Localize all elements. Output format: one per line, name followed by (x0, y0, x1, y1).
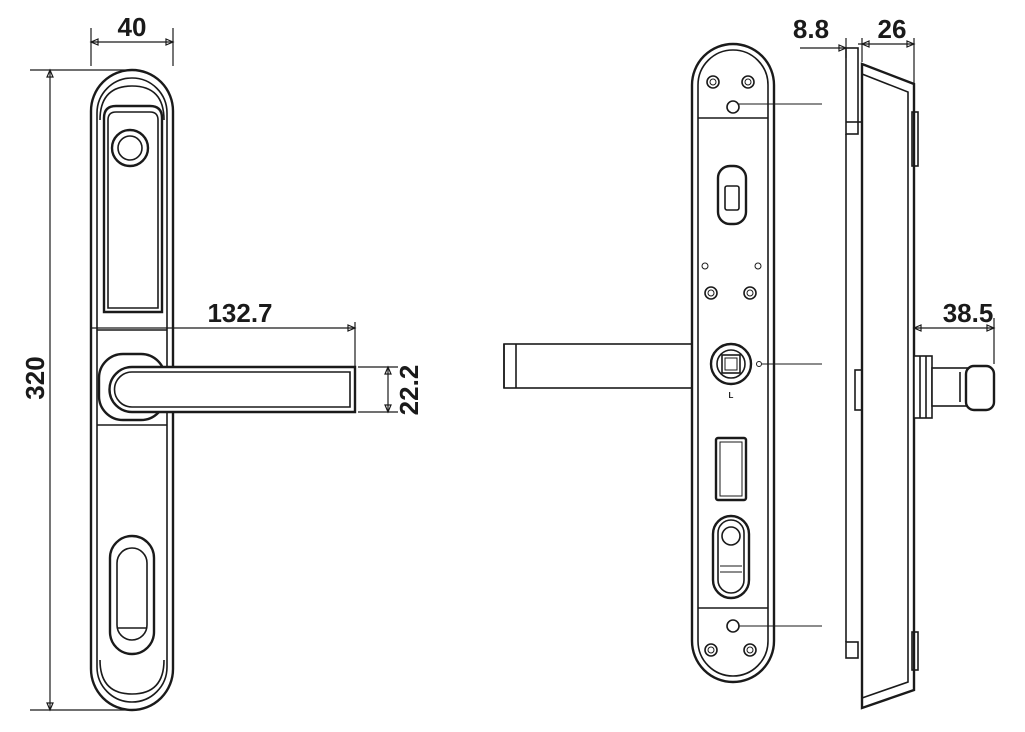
front-dimensions: 40 320 132.7 22.2 (20, 12, 424, 712)
side-spindle-base (913, 355, 933, 419)
key-slot-outer (108, 534, 156, 656)
fingerprint-module (102, 104, 164, 314)
mount-hole-top (726, 100, 740, 114)
side-dimensions: 8.8 26 38.5 (793, 14, 996, 364)
front-bottom-cap (99, 659, 165, 695)
dim-plate-width: 40 (118, 12, 147, 42)
handing-letter: L (729, 391, 734, 400)
screw-hole-top-left (706, 75, 720, 89)
screw-hole-top-right (741, 75, 755, 89)
back-plate-inner (697, 49, 769, 677)
front-view (89, 68, 357, 712)
dim-lever-length: 132.7 (207, 298, 272, 328)
key-slot-inner (116, 547, 148, 641)
screw-hole-bottom-right (743, 643, 757, 657)
dim-height: 320 (20, 356, 50, 399)
fingerprint-sensor-inner (117, 135, 143, 161)
dim-lever-thickness: 22.2 (394, 365, 424, 416)
back-cylinder-hole (711, 514, 751, 600)
side-body (860, 62, 916, 710)
screw-hole-mid-left (704, 286, 718, 300)
fingerprint-module-inner (107, 111, 159, 309)
screw-hole-mid-right (743, 286, 757, 300)
side-lever-end (964, 364, 996, 412)
side-thin-plate (845, 47, 859, 135)
back-lever-stub (503, 343, 695, 389)
side-view (845, 47, 996, 710)
spindle-square (721, 354, 741, 374)
lever-handle (108, 365, 357, 414)
lever-handle-inner (113, 371, 351, 408)
dim-plate-depth: 8.8 (793, 14, 829, 44)
dim-body-depth: 26 (878, 14, 907, 44)
fingerprint-sensor-icon (110, 128, 150, 168)
dim-spindle-projection: 38.5 (943, 298, 994, 328)
front-top-cap (99, 85, 165, 121)
back-upper-slot (716, 164, 748, 226)
back-view: L (503, 42, 822, 684)
screw-hole-bottom-left (704, 643, 718, 657)
back-lower-window (714, 436, 748, 502)
